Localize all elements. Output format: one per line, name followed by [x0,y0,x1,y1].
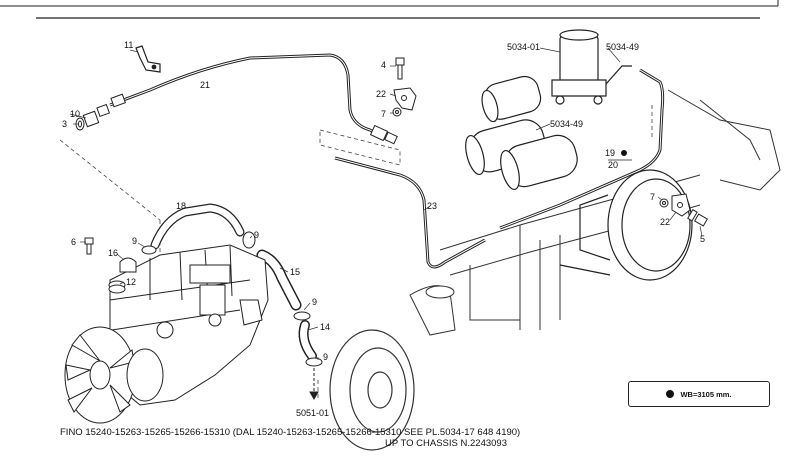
callout-5034-01: 5034-01 [507,42,540,52]
engine-fan [64,326,164,424]
nut-7-right [659,198,669,208]
callout-labels: 11 21 10 3 4 22 7 5034-01 5034-49 5034-4… [62,40,705,418]
callout-16: 16 [108,248,118,258]
clamp-9-upper-left [141,245,157,255]
callout-9-mid: 9 [312,297,317,307]
callout-14: 14 [320,322,330,332]
bolt-4 [395,57,405,80]
callout-10: 10 [70,109,80,119]
air-dryer [551,29,632,105]
marker-dot-19 [621,150,627,156]
bracket-11 [135,45,161,73]
callout-20: 20 [608,160,618,170]
callout-23: 23 [427,201,437,211]
clamp-16 [119,257,137,273]
fitting-10 [75,93,126,131]
clamp-9-mid [293,311,311,321]
arrow-5051-01 [309,368,319,401]
cap-12 [108,280,126,294]
callout-21: 21 [200,80,210,90]
filled-circle-icon [666,390,675,398]
brake-drum [559,169,693,281]
bolt-5 [687,208,709,227]
pipe-21 [109,53,389,142]
callout-leaders [69,47,703,360]
callout-7-top: 7 [381,109,386,119]
air-tank-large [465,119,578,191]
callout-18: 18 [176,201,186,211]
callout-22-right: 22 [660,217,670,227]
callout-19: 19 [605,148,615,158]
clamp-9-lower [305,357,323,367]
callout-3: 3 [62,119,67,129]
legend-text: WB=3105 mm. [680,389,732,399]
bolt-6 [84,237,94,255]
air-tank-small [481,75,542,123]
bracket-22-right [671,193,691,217]
callout-9-left: 9 [132,236,137,246]
footer-line-1: FINO 15240-15263-15265-15266-15310 (DAL … [60,427,521,438]
callout-5034-49-mid: 5034-49 [550,119,583,129]
callout-12: 12 [126,277,136,287]
callout-5: 5 [700,234,705,244]
callout-6: 6 [71,237,76,247]
hose-14 [298,320,317,361]
callout-22-top: 22 [376,89,386,99]
callout-15: 15 [290,267,300,277]
pipe-23 [334,156,486,269]
callout-7-right: 7 [650,192,655,202]
callout-5034-49-top: 5034-49 [606,42,639,52]
front-wheel [329,329,415,451]
bracket-22 [393,87,417,111]
callout-9-lower: 9 [323,352,328,362]
hose-15 [256,249,302,311]
pipe-coupler [369,124,398,145]
nut-7 [392,107,402,117]
callout-4: 4 [381,60,386,70]
callout-5051-01: 5051-01 [296,408,329,418]
hose-18 [150,203,245,250]
callout-11: 11 [124,40,133,50]
pipe-to-tank [499,68,665,230]
frame-lines [0,0,779,19]
footer-line-2: UP TO CHASSIS N.2243093 [385,438,507,449]
legend-box: WB=3105 mm. [628,381,770,407]
callout-9-right: 9 [254,230,259,240]
fuel-tank [409,285,456,336]
